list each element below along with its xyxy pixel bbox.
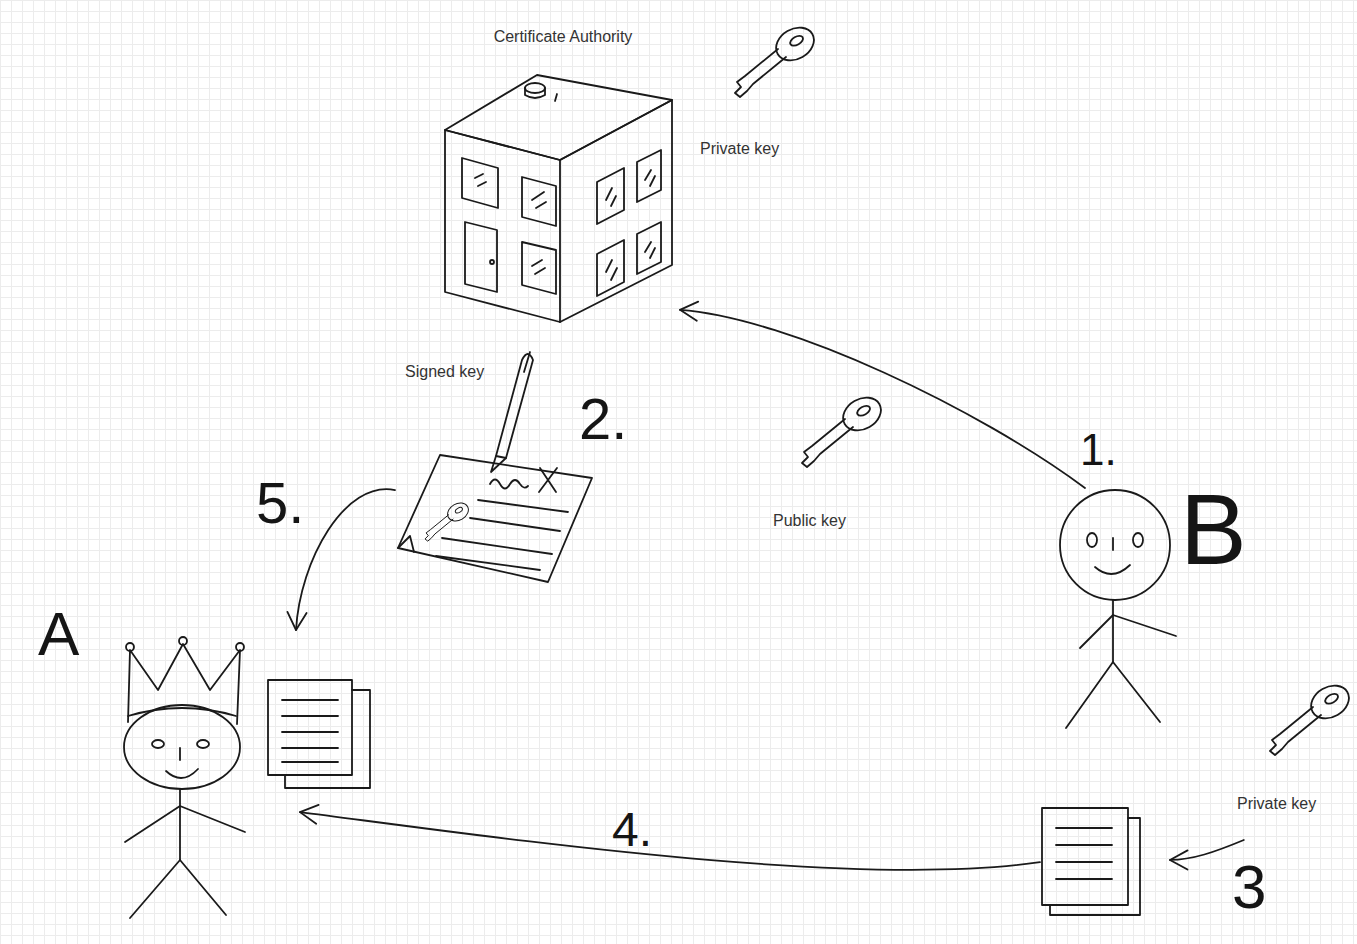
document-stack [268,680,370,788]
building [445,75,672,322]
document-stack [1042,808,1140,915]
key-label: Public key [773,511,846,530]
callout-number: 1. [1080,428,1117,472]
flow-arrow [680,302,1085,488]
node-letter: B [1180,479,1247,579]
signed-paper [398,455,592,582]
pen [491,352,533,472]
callout-number: 2. [579,390,627,448]
arrow-line [296,489,395,630]
arrow-head [680,302,698,321]
node-label: Signed key [405,362,484,381]
flow-arrow [300,805,1040,870]
key-icon [1270,679,1355,755]
key-icon [735,21,820,97]
person-b [1060,490,1176,728]
arrow-line [680,310,1085,488]
person-node: A [100,630,300,920]
key-icon [802,391,887,467]
callout-number: 4. [612,806,652,854]
person-a [124,637,245,918]
arrow-line [300,812,1040,870]
node-label: Certificate Authority [440,27,686,46]
node-label: Private key [1237,794,1316,813]
node-letter: A [38,603,79,665]
key-label: Private key [700,139,779,158]
person-node: B [1040,488,1170,918]
key-node: Private key [1232,680,1350,840]
authority-node: Certificate Authority [440,22,680,325]
arrow-head [300,805,319,824]
arrow-head [1170,850,1188,869]
callout-number: 3 [1232,856,1266,918]
arrow-head [287,612,306,630]
signed-key-node: Signed key [395,358,595,583]
callout-number: 5. [256,474,304,532]
